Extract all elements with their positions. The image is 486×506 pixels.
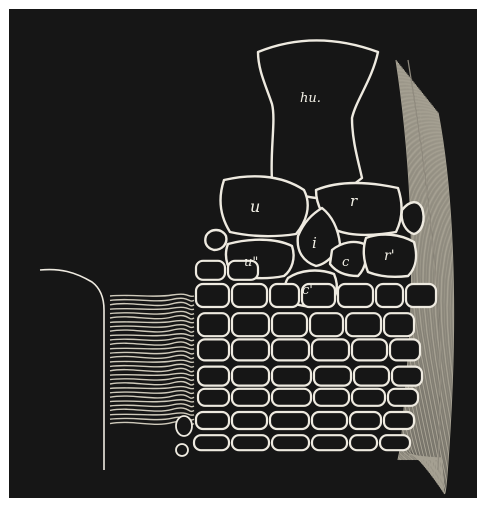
radial-cartilage-45 xyxy=(380,435,410,450)
radial-cartilage-7 xyxy=(338,284,373,307)
nodule-2 xyxy=(176,444,188,456)
label-radius: r xyxy=(350,192,358,210)
radial-cartilage-42 xyxy=(272,435,309,450)
radial-cartilage-3 xyxy=(196,284,229,307)
radial-cartilage-31 xyxy=(314,389,349,406)
radial-cartilage-10 xyxy=(198,313,229,336)
ulnare-small-bone xyxy=(205,230,226,250)
radial-cartilage-33 xyxy=(388,389,418,406)
radial-cartilage-41 xyxy=(232,435,269,450)
label-humerus: hu. xyxy=(300,91,321,106)
radial-cartilage-30 xyxy=(272,389,311,406)
radial-cartilage-19 xyxy=(312,339,349,360)
radial-cartilage-36 xyxy=(270,412,309,429)
radial-cartilage-23 xyxy=(232,367,269,386)
radial-cartilage-17 xyxy=(232,339,269,360)
ulna-bone xyxy=(221,176,308,236)
radial-cartilage-34 xyxy=(196,412,229,429)
radial-cartilage-39 xyxy=(384,412,414,429)
label-centrale: c xyxy=(342,255,350,270)
radial-cartilage-4 xyxy=(232,284,267,307)
radial-cartilage-11 xyxy=(232,313,269,336)
radial-cartilage-22 xyxy=(198,367,229,386)
label-ulnare-secondary: u" xyxy=(244,255,258,270)
radial-cartilage-15 xyxy=(384,313,414,336)
nodule-1 xyxy=(176,416,192,436)
radial-cartilage-1 xyxy=(196,261,225,280)
radial-cartilage-35 xyxy=(232,412,267,429)
radial-cartilage-12 xyxy=(272,313,307,336)
radial-cartilage-32 xyxy=(352,389,385,406)
label-centrale-secondary: c' xyxy=(302,283,313,298)
radial-cartilage-5 xyxy=(270,284,299,307)
radial-cartilage-25 xyxy=(314,367,351,386)
radial-cartilage-16 xyxy=(198,339,229,360)
radial-cartilage-44 xyxy=(350,435,377,450)
radial-cartilage-43 xyxy=(312,435,347,450)
radial-cartilage-27 xyxy=(392,367,422,386)
radial-cartilage-8 xyxy=(376,284,403,307)
radial-cartilage-37 xyxy=(312,412,347,429)
radial-cartilage-28 xyxy=(198,389,229,406)
radial-cartilage-18 xyxy=(272,339,309,360)
radial-cartilage-13 xyxy=(310,313,343,336)
label-intermedium: i xyxy=(312,234,317,252)
label-ulna: u xyxy=(250,197,260,216)
radial-cartilage-21 xyxy=(390,339,420,360)
radial-cartilage-29 xyxy=(232,389,269,406)
label-radiale-secondary: r' xyxy=(384,248,395,264)
radial-cartilage-38 xyxy=(350,412,381,429)
radial-cartilage-9 xyxy=(406,284,436,307)
radial-cartilage-26 xyxy=(354,367,389,386)
radial-cartilage-24 xyxy=(272,367,311,386)
radial-cartilage-20 xyxy=(352,339,387,360)
radial-cartilage-14 xyxy=(346,313,381,336)
radial-cartilage-40 xyxy=(194,435,229,450)
